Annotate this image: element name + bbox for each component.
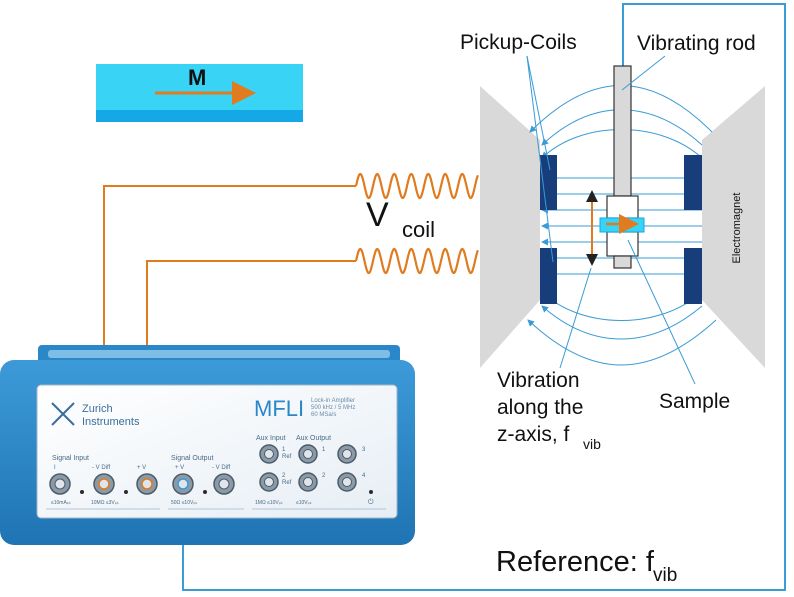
led-voltage-input (124, 490, 128, 494)
vibrating-rod (606, 65, 639, 269)
spec-voltage-input: 10MΩ ≤3Vₚₖ (91, 500, 119, 506)
vibration-label-line3: z-axis, f (497, 423, 570, 446)
spec-line2: 500 kHz / 5 MHz (311, 405, 355, 411)
port-minus-v-diff-label: - V Diff (92, 465, 111, 471)
spec-line3: 60 MSa/s (311, 412, 336, 418)
vibration-label-subscript: vib (583, 436, 601, 452)
aux-input-1-ref: Ref (282, 454, 292, 460)
bnc-connector-plus-v[interactable] (136, 473, 158, 495)
right-pole-piece (702, 86, 765, 368)
spec-aux-output: ≤10Vₚₖ (296, 500, 312, 506)
bnc-connector-aux-input-2[interactable] (259, 472, 279, 492)
reference-line (182, 3, 786, 591)
v-coil-subscript: coil (402, 217, 435, 242)
led-power (369, 490, 373, 494)
pickup-coils-label: Pickup-Coils (460, 31, 577, 54)
bnc-connector-minus-v-diff[interactable] (93, 473, 115, 495)
bnc-connector-current-input[interactable] (49, 473, 71, 495)
pickup-coil-bottom-right (684, 248, 702, 304)
sample-label: Sample (659, 390, 730, 413)
model-label: MFLI (254, 396, 304, 421)
aux-input-2-number: 2 (282, 473, 286, 479)
spec-signal-output: 50Ω ≤10Vₚₖ (171, 500, 198, 506)
spec-line1: Lock-in Amplifier (311, 398, 355, 404)
coil-signal-wave-top (354, 172, 479, 200)
pickup-coil-bottom-left (540, 248, 557, 304)
vibrating-rod-label: Vibrating rod (637, 32, 756, 55)
bnc-connector-aux-output-3[interactable] (337, 444, 357, 464)
brand-line1: Zurich (82, 403, 113, 415)
thin-film-sample: M (96, 64, 303, 122)
vibration-label-line2: along the (497, 396, 583, 419)
aux-input-2-ref: Ref (282, 480, 292, 486)
port-plus-v-label: + V (137, 465, 146, 471)
left-pole-piece (480, 86, 540, 368)
coil-signal-wave-bottom (354, 247, 479, 275)
aux-input-label: Aux Input (256, 435, 286, 442)
brand-line2: Instruments (82, 416, 140, 428)
bnc-connector-signal-output-plus[interactable] (172, 473, 194, 495)
output-minus-v-diff-label: - V Diff (212, 465, 231, 471)
aux-output-2-number: 2 (322, 473, 326, 479)
led-signal-output (203, 490, 207, 494)
bnc-connector-aux-output-4[interactable] (337, 472, 357, 492)
zurich-instruments-logo (51, 402, 75, 426)
bnc-connector-aux-output-1[interactable] (298, 444, 318, 464)
output-plus-v-label: + V (175, 465, 184, 471)
aux-output-1-number: 1 (322, 447, 326, 453)
led-current-input (80, 490, 84, 494)
bnc-connector-aux-output-2[interactable] (298, 472, 318, 492)
v-coil-label: V (366, 196, 389, 234)
reference-subscript: vib (653, 565, 677, 586)
magnetization-label: M (188, 65, 206, 90)
leader-lines (526, 55, 696, 385)
bnc-connector-signal-output-minus[interactable] (213, 473, 235, 495)
aux-output-4-number: 4 (362, 473, 366, 479)
signal-output-label: Signal Output (171, 455, 213, 462)
port-i-label: I (54, 465, 56, 471)
aux-output-label: Aux Output (296, 435, 331, 442)
aux-output-3-number: 3 (362, 447, 366, 453)
power-icon[interactable]: ⏻ (368, 498, 374, 506)
aux-input-1-number: 1 (282, 447, 286, 453)
vibration-label-line1: Vibration (497, 369, 580, 392)
pickup-coil-top-right (684, 155, 702, 210)
vibration-arrow (586, 190, 598, 266)
spec-current-input: ≤10mAₚₖ (51, 500, 71, 506)
spec-aux-input: 1MΩ ≤10Vₚₖ (255, 500, 283, 506)
electromagnet-label: Electromagnet (731, 193, 743, 264)
bnc-connector-aux-input-1[interactable] (259, 444, 279, 464)
reference-label: Reference: f (496, 546, 655, 578)
signal-input-label: Signal Input (52, 455, 89, 462)
mfli-instrument: Zurich Instruments MFLI Lock-in Amplifie… (0, 345, 415, 545)
